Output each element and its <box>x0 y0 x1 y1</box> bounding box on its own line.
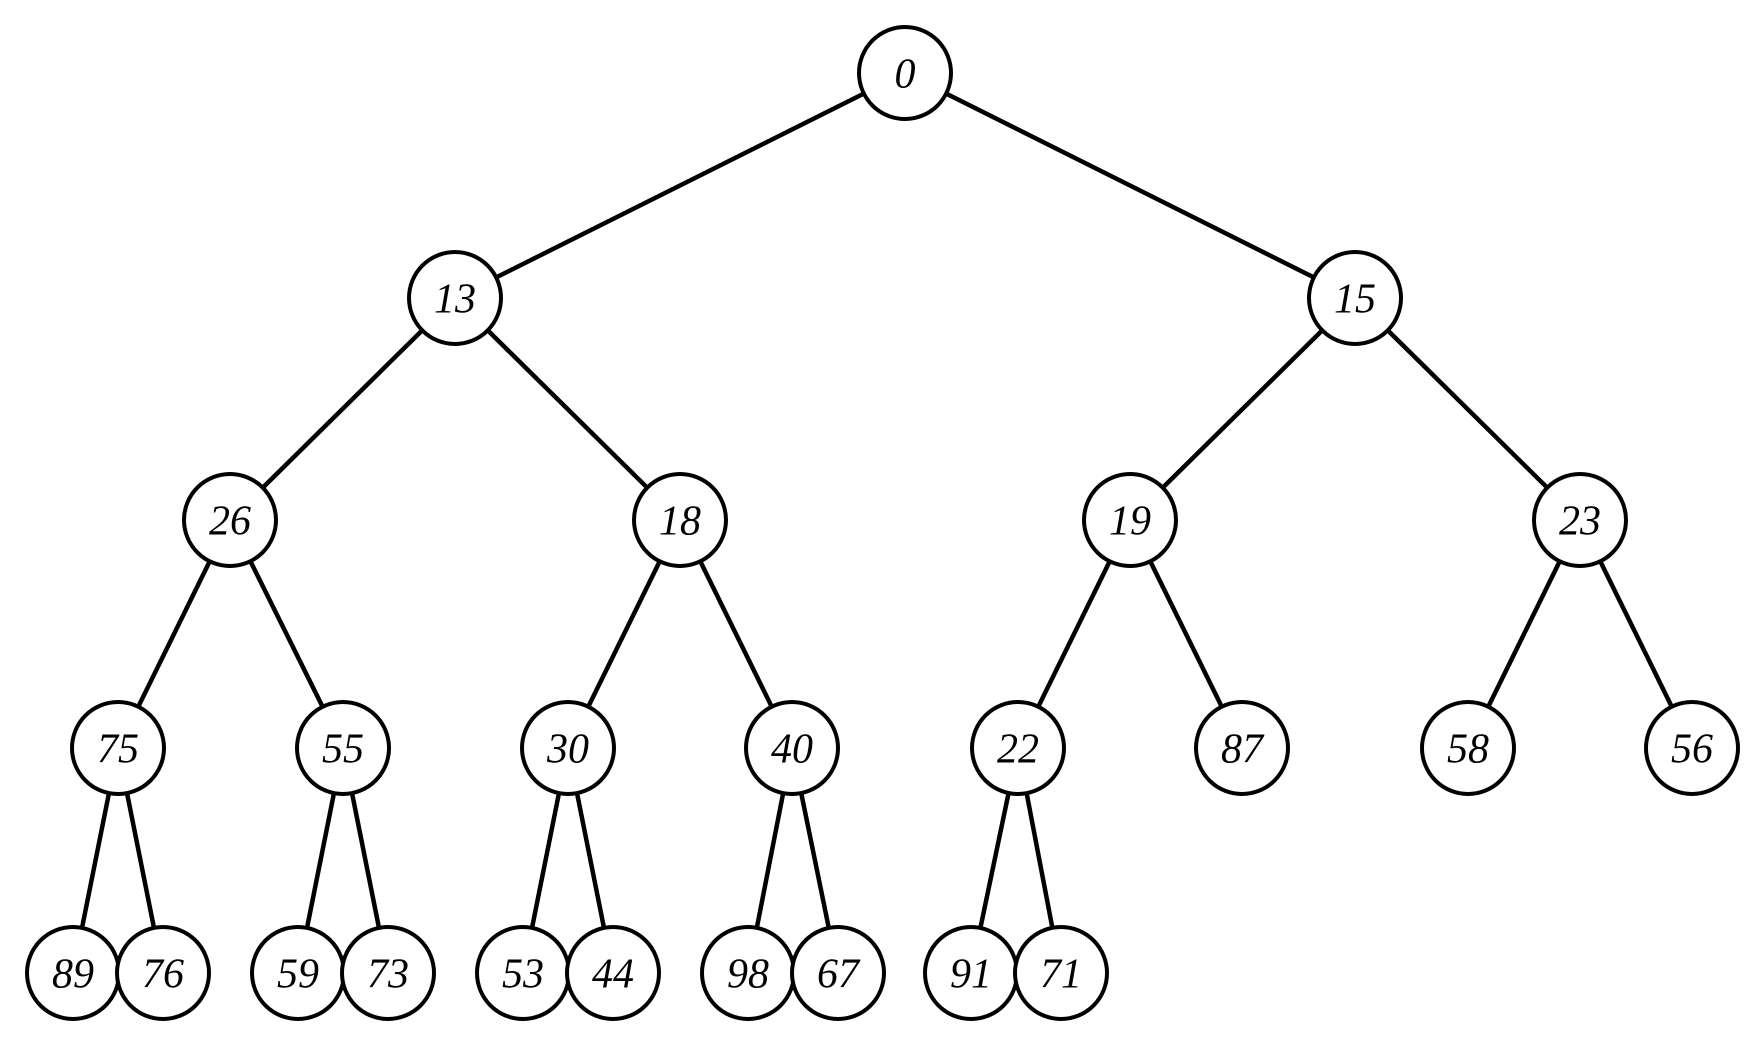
tree-node-67: 67 <box>790 925 886 1021</box>
tree-node-label-22: 22 <box>997 727 1039 773</box>
tree-node-label-76: 76 <box>142 952 184 998</box>
tree-node-circle-40 <box>744 700 840 796</box>
tree-node-circle-76 <box>115 925 211 1021</box>
tree-node-87: 87 <box>1194 700 1290 796</box>
tree-node-label-87: 87 <box>1221 727 1265 773</box>
tree-node-circle-56 <box>1644 700 1740 796</box>
tree-node-label-13: 13 <box>434 277 476 323</box>
tree-node-73: 73 <box>340 925 436 1021</box>
tree-node-label-56: 56 <box>1671 727 1713 773</box>
tree-node-label-15: 15 <box>1334 277 1376 323</box>
tree-node-19: 19 <box>1082 472 1178 568</box>
tree-node-label-0: 0 <box>895 52 916 98</box>
tree-node-label-55: 55 <box>322 727 364 773</box>
tree-node-circle-22 <box>970 700 1066 796</box>
tree-node-circle-15 <box>1307 250 1403 346</box>
tree-node-26: 26 <box>182 472 278 568</box>
tree-edge-15-19 <box>1128 296 1357 522</box>
tree-node-23: 23 <box>1532 472 1628 568</box>
tree-node-label-75: 75 <box>97 727 139 773</box>
tree-edge-0-15 <box>903 70 1357 301</box>
tree-node-44: 44 <box>565 925 661 1021</box>
tree-node-circle-44 <box>565 925 661 1021</box>
tree-node-circle-75 <box>70 700 166 796</box>
tree-node-circle-55 <box>295 700 391 796</box>
tree-node-label-26: 26 <box>209 499 251 545</box>
tree-node-75: 75 <box>70 700 166 796</box>
tree-node-circle-87 <box>1194 700 1290 796</box>
tree-node-91: 91 <box>923 925 1019 1021</box>
tree-node-40: 40 <box>744 700 840 796</box>
tree-node-55: 55 <box>295 700 391 796</box>
tree-node-53: 53 <box>475 925 571 1021</box>
tree-node-label-53: 53 <box>502 952 544 998</box>
tree-node-label-98: 98 <box>727 952 769 998</box>
tree-node-label-40: 40 <box>771 727 813 773</box>
tree-node-label-18: 18 <box>659 499 701 545</box>
tree-node-89: 89 <box>25 925 121 1021</box>
tree-node-circle-67 <box>790 925 886 1021</box>
tree-edge-13-18 <box>453 296 682 522</box>
tree-node-13: 13 <box>407 250 503 346</box>
tree-node-circle-19 <box>1082 472 1178 568</box>
tree-node-22: 22 <box>970 700 1066 796</box>
tree-node-label-59: 59 <box>277 952 319 998</box>
tree-edge-0-13 <box>453 70 907 301</box>
tree-node-circle-30 <box>520 700 616 796</box>
tree-node-58: 58 <box>1420 700 1516 796</box>
tree-node-circle-0 <box>857 25 953 121</box>
tree-node-circle-23 <box>1532 472 1628 568</box>
tree-node-label-73: 73 <box>367 952 409 998</box>
tree-edge-13-26 <box>228 296 457 522</box>
tree-node-label-30: 30 <box>546 727 589 773</box>
tree-node-circle-73 <box>340 925 436 1021</box>
tree-node-76: 76 <box>115 925 211 1021</box>
tree-node-label-44: 44 <box>592 952 634 998</box>
tree-node-circle-18 <box>632 472 728 568</box>
tree-node-label-91: 91 <box>950 952 992 998</box>
tree-node-label-23: 23 <box>1559 499 1601 545</box>
tree-node-98: 98 <box>700 925 796 1021</box>
tree-node-59: 59 <box>250 925 346 1021</box>
tree-node-30: 30 <box>520 700 616 796</box>
tree-node-circle-58 <box>1420 700 1516 796</box>
tree-node-18: 18 <box>632 472 728 568</box>
tree-node-label-58: 58 <box>1447 727 1489 773</box>
tree-node-circle-71 <box>1013 925 1109 1021</box>
tree-node-0: 0 <box>857 25 953 121</box>
tree-node-56: 56 <box>1644 700 1740 796</box>
tree-node-label-89: 89 <box>52 952 94 998</box>
tree-node-15: 15 <box>1307 250 1403 346</box>
tree-node-label-71: 71 <box>1040 952 1082 998</box>
tree-node-circle-13 <box>407 250 503 346</box>
tree-node-71: 71 <box>1013 925 1109 1021</box>
tree-node-label-67: 67 <box>817 952 861 998</box>
tree-edge-15-23 <box>1353 296 1582 522</box>
tree-node-label-19: 19 <box>1109 499 1151 545</box>
tree-node-circle-26 <box>182 472 278 568</box>
